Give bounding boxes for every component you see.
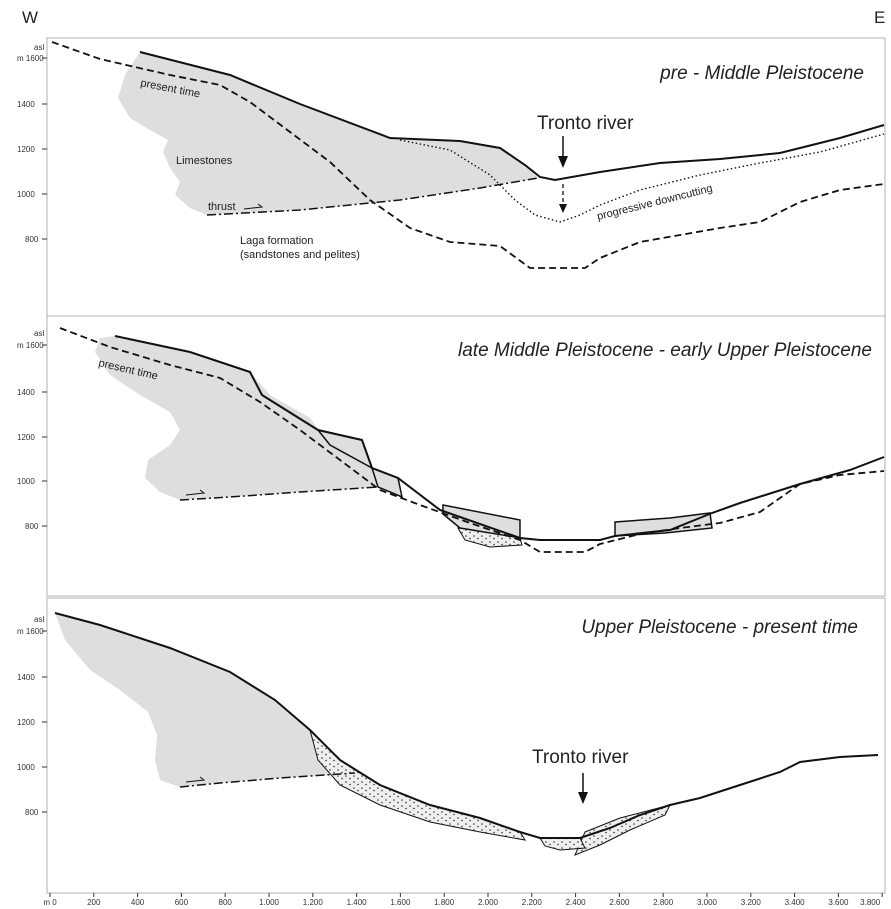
x-tick-label: 200 xyxy=(87,898,101,907)
y-tick-1400-2: 1400 xyxy=(17,388,35,397)
present-topography-line-3 xyxy=(54,612,879,839)
downcutting-label: progressive downcutting xyxy=(596,183,714,223)
limestones-area-2 xyxy=(95,336,378,500)
x-tick-label: 1.400 xyxy=(347,898,368,907)
thrust-line xyxy=(206,177,539,216)
y-unit-m1600-3: m 1600 xyxy=(17,627,44,636)
limestones-label: Limestones xyxy=(176,155,233,167)
limestones-area-3 xyxy=(55,613,355,787)
x-tick-label: 1.600 xyxy=(390,898,411,907)
landslide-block-2 xyxy=(370,466,404,499)
x-tick-label: m 0 xyxy=(43,898,57,907)
thrust-arrow-2 xyxy=(185,489,206,496)
west-label: W xyxy=(22,8,39,27)
y-tick-1000-3: 1000 xyxy=(17,763,35,772)
river-arrow-down xyxy=(558,156,568,168)
y-tick-800-3: 800 xyxy=(25,808,39,817)
thrust-label: thrust xyxy=(208,201,236,213)
valley-floor-deposit-3 xyxy=(539,837,586,851)
paleo-topography-line xyxy=(139,51,885,182)
x-axis: m 0 200 400 600 800 1.000 1.200 1.400 1.600 1.800… xyxy=(43,892,885,907)
x-tick-label: 1.200 xyxy=(303,898,324,907)
panel-upper-pleistocene-present: asl m 1600 1400 1200 1000 800 Upper Plei… xyxy=(17,597,886,894)
x-tick-label: 2.200 xyxy=(522,898,543,907)
x-tick-label: 1.000 xyxy=(259,898,280,907)
panel-pre-middle-pleistocene: asl m 1600 1400 1200 1000 800 pre - Midd… xyxy=(17,37,886,317)
y-unit-asl-2: asl xyxy=(34,329,44,338)
panel-late-middle-early-upper-pleistocene: asl m 1600 1400 1200 1000 800 late Middl… xyxy=(17,315,886,597)
y-tick-800-2: 800 xyxy=(25,522,39,531)
right-slope-deposit-3 xyxy=(574,804,671,856)
thrust-arrow-3 xyxy=(185,776,206,783)
thrust-arrow xyxy=(243,203,264,210)
limestones-area xyxy=(118,52,538,215)
y-tick-1000-2: 1000 xyxy=(17,477,35,486)
laga-label-line1: Laga formation xyxy=(240,235,313,247)
x-tick-label: 2.600 xyxy=(609,898,630,907)
y-tick-1400: 1400 xyxy=(17,100,35,109)
x-tick-label: 2.000 xyxy=(478,898,499,907)
x-tick-label: 800 xyxy=(219,898,233,907)
x-tick-label: 3.800 xyxy=(860,898,881,907)
y-unit-m1600-2: m 1600 xyxy=(17,341,44,350)
y-tick-1000: 1000 xyxy=(17,190,35,199)
x-tick-label: 3.200 xyxy=(741,898,762,907)
paleo-topography-line-2 xyxy=(114,335,885,541)
river-arrow-down-3 xyxy=(578,792,588,804)
tronto-river-label-1: Tronto river xyxy=(537,113,634,134)
x-tick-label: 2.800 xyxy=(653,898,674,907)
x-tick-label: 600 xyxy=(175,898,189,907)
y-tick-1200-2: 1200 xyxy=(17,433,35,442)
y-tick-1200: 1200 xyxy=(17,145,35,154)
panel-2-title: late Middle Pleistocene - early Upper Pl… xyxy=(458,340,872,361)
x-tick-label: 3.600 xyxy=(828,898,849,907)
panel-2-frame xyxy=(46,315,886,597)
east-label: E xyxy=(874,8,886,27)
y-tick-800: 800 xyxy=(25,235,39,244)
y-unit-asl-3: asl xyxy=(34,615,44,624)
landslide-block-4 xyxy=(614,512,713,537)
panel-1-title: pre - Middle Pleistocene xyxy=(659,63,864,84)
present-time-line-2 xyxy=(59,327,885,553)
y-unit-m1600: m 1600 xyxy=(17,54,44,63)
downcutting-arrow-down xyxy=(559,204,567,213)
x-tick-label: 2.400 xyxy=(566,898,587,907)
laga-label-line2: (sandstones and pelites) xyxy=(240,249,360,261)
y-tick-1400-3: 1400 xyxy=(17,673,35,682)
thrust-line-3 xyxy=(179,772,356,788)
panel-3-title: Upper Pleistocene - present time xyxy=(581,617,858,638)
x-tick-label: 1.800 xyxy=(434,898,455,907)
x-tick-label: 3.000 xyxy=(697,898,718,907)
x-tick-label: 3.400 xyxy=(785,898,806,907)
y-tick-1200-3: 1200 xyxy=(17,718,35,727)
thrust-line-2 xyxy=(179,486,379,501)
x-tick-label: 400 xyxy=(131,898,145,907)
tronto-river-label-3: Tronto river xyxy=(532,747,629,768)
y-unit-asl: asl xyxy=(34,43,44,52)
